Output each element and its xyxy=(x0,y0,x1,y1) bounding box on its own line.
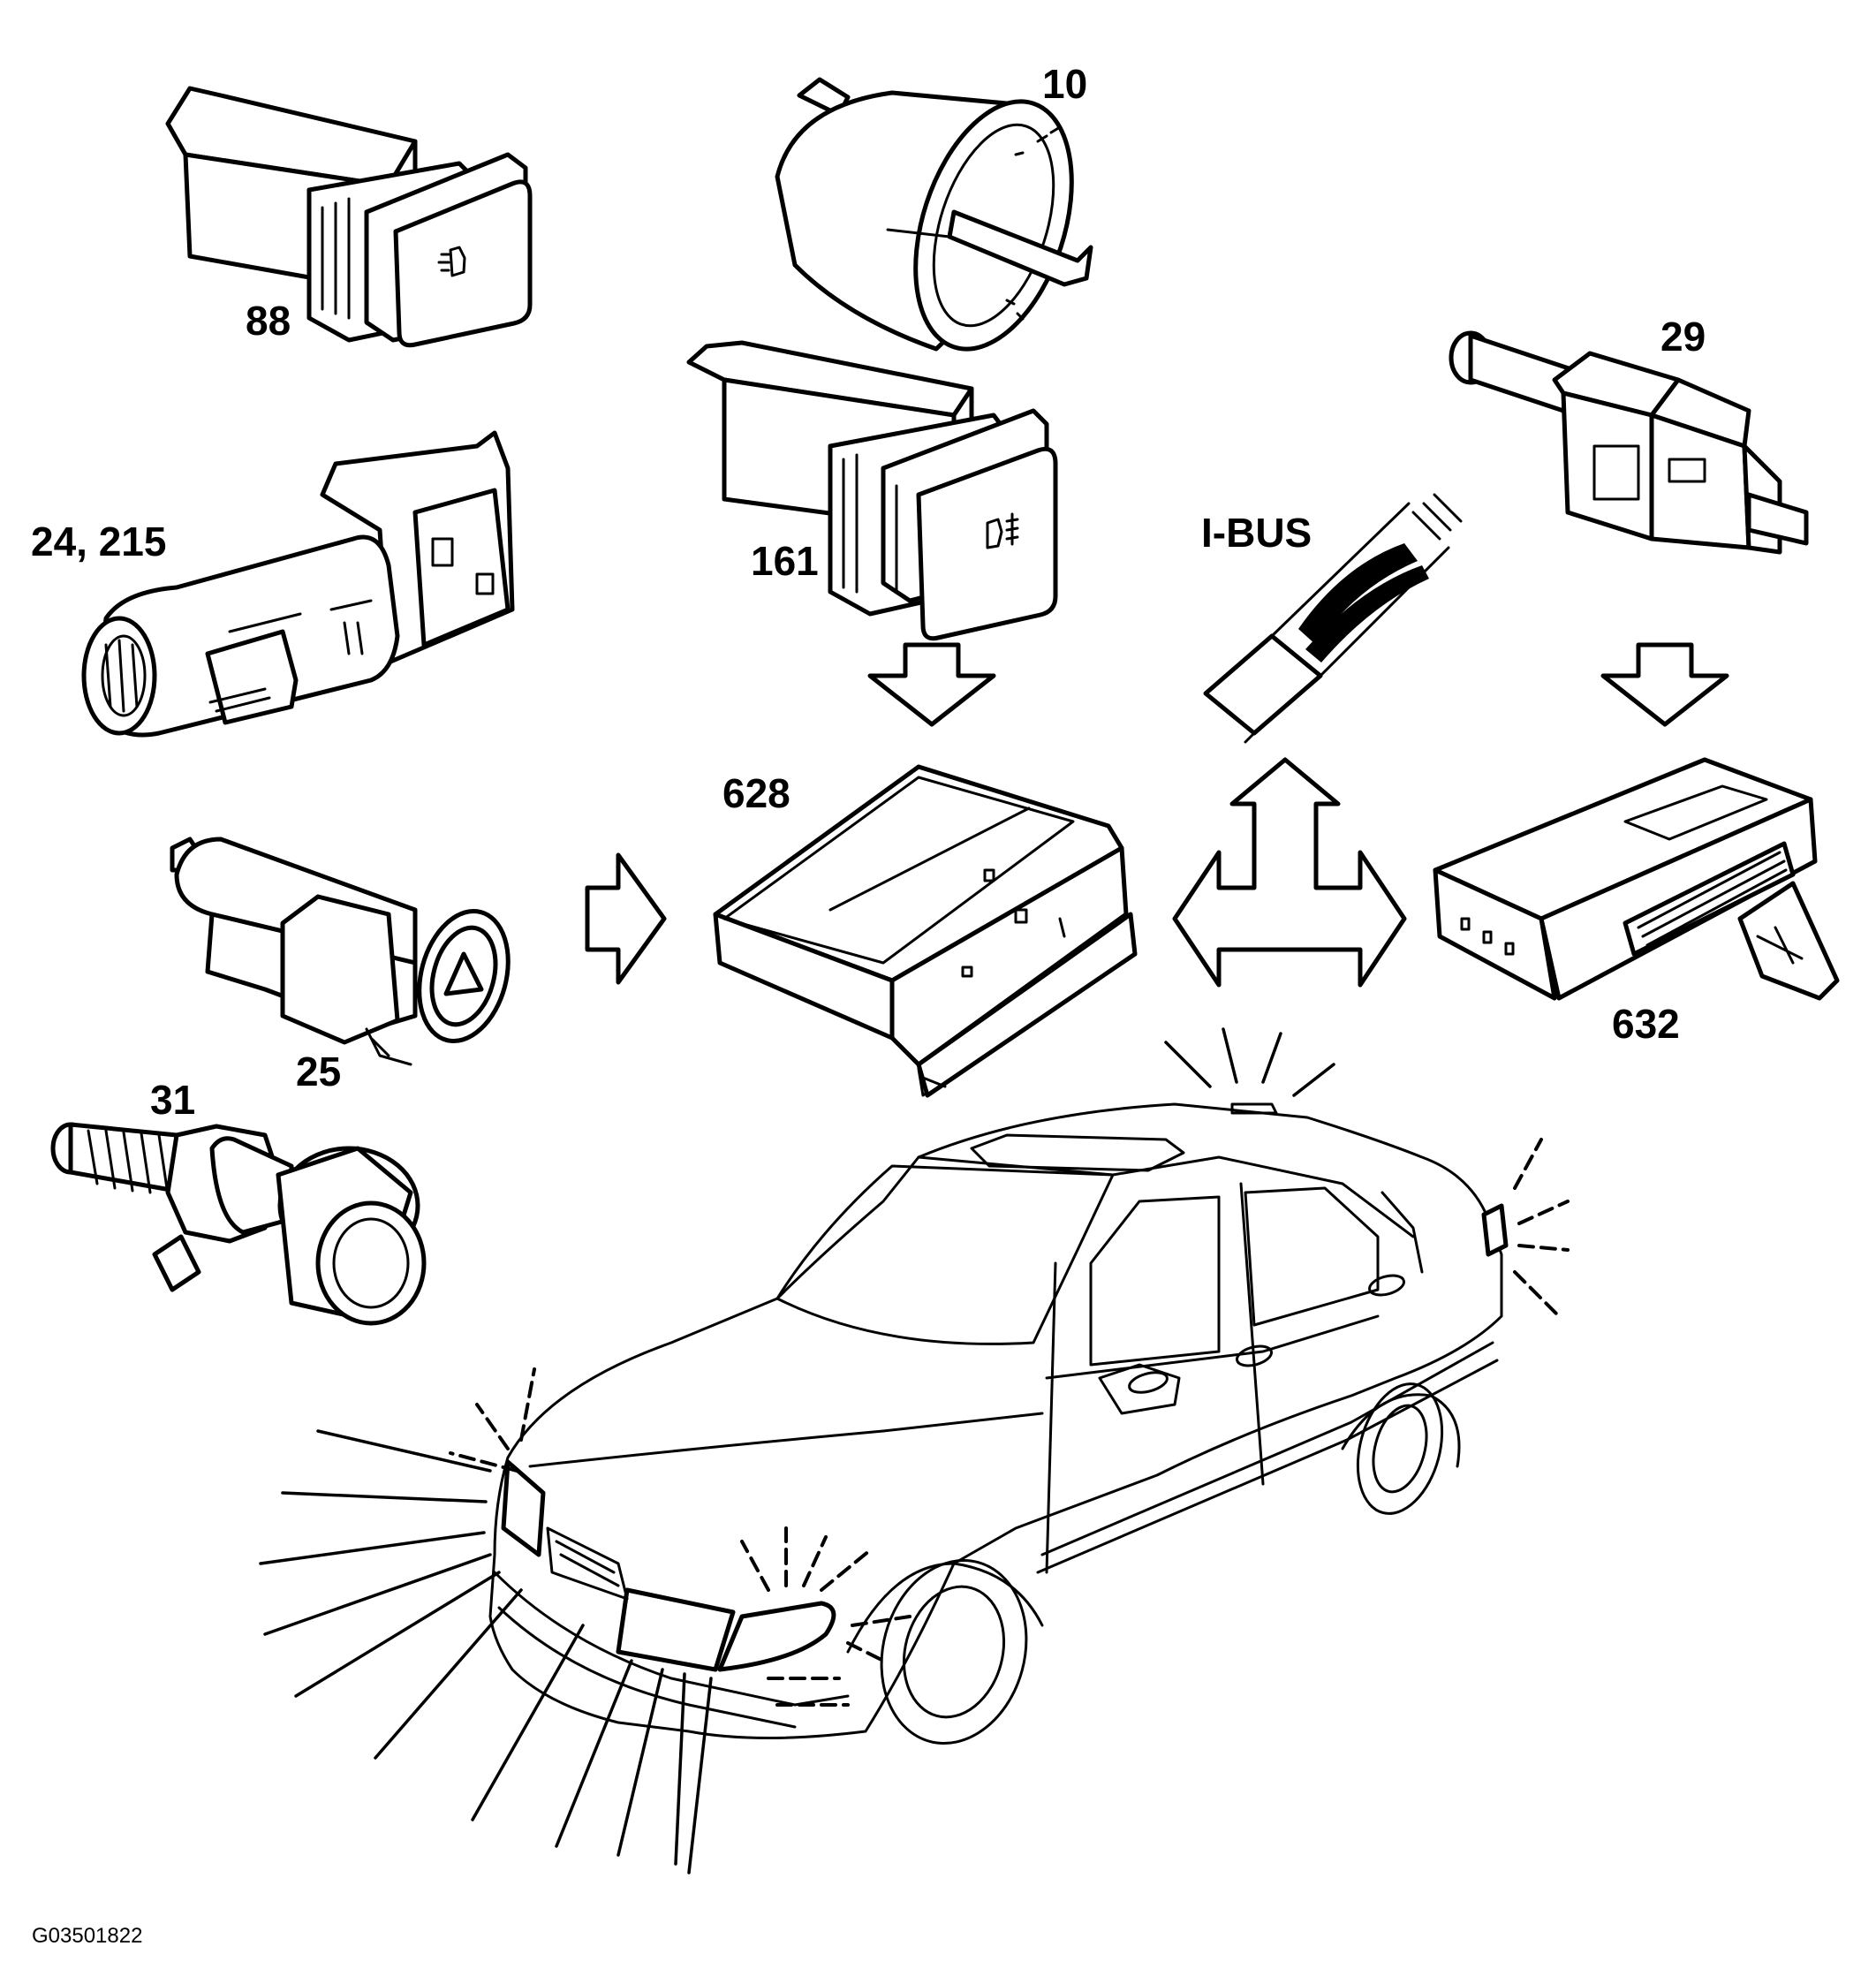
control-module-628-illustration xyxy=(713,764,1138,1098)
label-i-bus: I-BUS xyxy=(1201,510,1312,556)
figure-id: G03501822 xyxy=(32,1924,143,1948)
label-25: 25 xyxy=(296,1049,342,1094)
i-bus-cable-illustration xyxy=(1203,493,1463,744)
switch-161-illustration xyxy=(686,340,1058,641)
light-switch-10-illustration xyxy=(775,77,1093,352)
label-29: 29 xyxy=(1660,314,1706,360)
switch-88-illustration xyxy=(165,86,533,348)
light-rays xyxy=(259,1027,1570,1874)
control-module-632-illustration xyxy=(1433,757,1840,1001)
stalk-24-215-illustration xyxy=(81,430,515,738)
label-632: 632 xyxy=(1612,1001,1680,1047)
down-arrow-icon xyxy=(1600,642,1729,727)
bidirectional-arrow-icon xyxy=(1172,757,1407,988)
right-arrow-icon xyxy=(585,852,667,985)
label-161: 161 xyxy=(751,538,819,584)
brake-switch-29-illustration xyxy=(1449,330,1809,555)
label-31: 31 xyxy=(150,1077,196,1123)
label-24-215: 24, 215 xyxy=(31,519,167,564)
down-arrow-icon xyxy=(867,642,996,727)
label-628: 628 xyxy=(722,770,790,816)
reverse-switch-31-illustration xyxy=(50,1122,427,1326)
hazard-switch-25-illustration xyxy=(170,837,511,1066)
label-88: 88 xyxy=(246,298,291,344)
car-illustration xyxy=(488,1102,1509,1745)
label-10: 10 xyxy=(1042,61,1088,107)
